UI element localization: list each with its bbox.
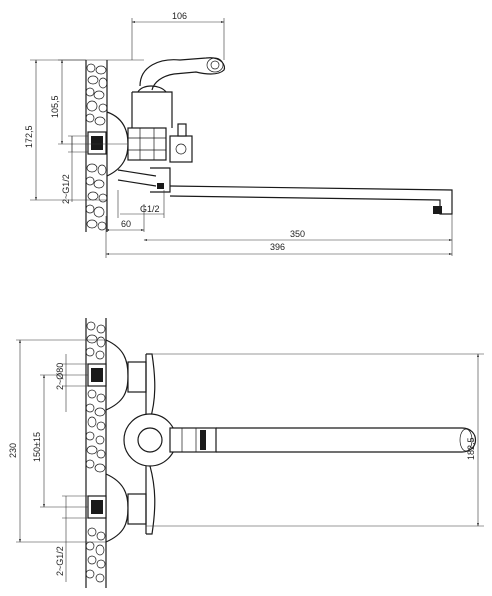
plan-view: 230 2~Ø80 150±15 2~G1/2 182,5 xyxy=(8,318,484,588)
wall-section-bottom xyxy=(85,318,107,588)
dim-182-5: 182,5 xyxy=(466,437,476,460)
dim-2-g1-2-bottom: 2~G1/2 xyxy=(55,546,65,576)
wall-section-top xyxy=(85,60,108,232)
dim-150-15: 150±15 xyxy=(32,432,42,462)
dim-2-d80: 2~Ø80 xyxy=(55,363,65,390)
dim-105-5: 105,5 xyxy=(50,95,60,118)
dim-396: 396 xyxy=(270,242,285,252)
dim-230: 230 xyxy=(8,443,18,458)
dim-g1-2-inlet: G1/2 xyxy=(140,204,160,214)
dim-2-g1-2-top: 2~G1/2 xyxy=(61,174,71,204)
dim-172-5: 172,5 xyxy=(24,125,34,148)
side-view: 106 105,5 172,5 2~G1/2 G1/2 60 350 396 xyxy=(24,11,453,258)
dim-106: 106 xyxy=(172,11,187,21)
dim-350: 350 xyxy=(290,229,305,239)
dim-60: 60 xyxy=(121,219,131,229)
